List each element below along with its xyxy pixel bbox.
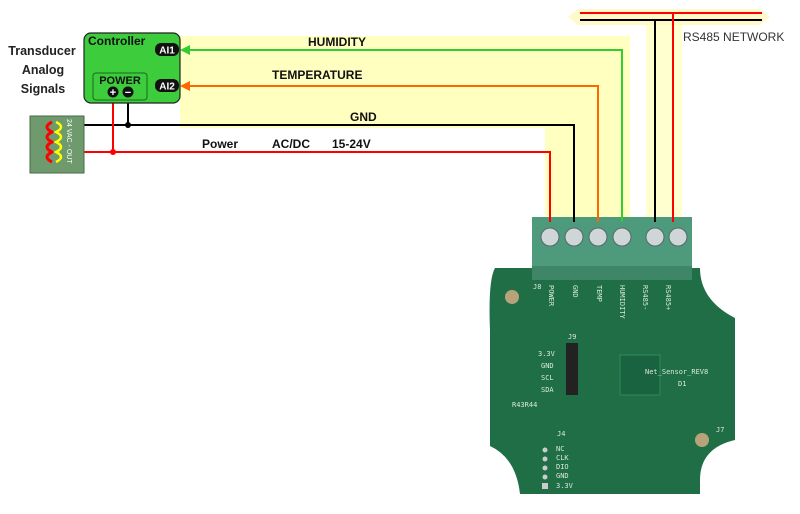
silk-rs485-plus: RS485+ [664, 285, 672, 310]
j4-pin-labels: NC CLK DIO GND 3.3V [556, 445, 574, 490]
power-wire-label: Power [202, 137, 238, 151]
sensor-board [489, 268, 735, 494]
side-label-line2: Analog [22, 63, 64, 77]
transformer-label: 24 VAC - OUT [65, 119, 72, 164]
ai2-badge [155, 79, 179, 92]
silk-j9-3v3: 3.3V [538, 350, 556, 358]
screw-gnd[interactable] [564, 227, 584, 247]
transformer: 24 VAC - OUT [29, 115, 85, 174]
controller-title: Controller [88, 34, 146, 48]
minus-sign: − [125, 87, 131, 99]
silk-humidity: HUMIDITY [618, 285, 626, 320]
coil-primary-icon [45, 120, 56, 164]
gnd-junction [125, 122, 131, 128]
screw-power[interactable] [540, 227, 560, 247]
gnd-label: GND [350, 110, 377, 124]
ai1-badge [155, 43, 179, 56]
screw-rs485-plus[interactable] [668, 227, 688, 247]
signal-highlight [180, 36, 630, 218]
rs485-highlight [646, 22, 682, 218]
minus-terminal-icon [122, 86, 134, 98]
silk-j9-gnd: GND [541, 362, 554, 370]
side-label-line1: Transducer [8, 44, 76, 58]
silk-power: POWER [547, 285, 555, 307]
coil-secondary-icon [53, 120, 63, 164]
mount-hole [505, 290, 519, 304]
plus-terminal-icon [107, 86, 119, 98]
d1-label: D1 [678, 380, 686, 388]
j9-header [566, 343, 578, 395]
power-label: POWER [99, 75, 141, 87]
j7-label: J7 [716, 426, 724, 434]
controller: Controller AI1 AI2 POWER + − [83, 32, 181, 104]
temperature-arrow-icon [180, 81, 190, 91]
gnd-wire [84, 124, 575, 222]
rs485-bus-highlight [568, 9, 770, 25]
humidity-label: HUMIDITY [308, 35, 366, 49]
voltage-label: 15-24V [332, 137, 371, 151]
screw-temp[interactable] [588, 227, 608, 247]
silk-j9-sda: SDA [541, 386, 554, 394]
j8-label: J8 [533, 283, 541, 291]
j9-pin-labels: 3.3V GND SCL SDA [538, 350, 556, 394]
screw-humidity[interactable] [612, 227, 632, 247]
j4-label: J4 [557, 430, 565, 438]
screw-rs485-minus[interactable] [645, 227, 665, 247]
silk-temp: TEMP [595, 285, 603, 302]
rs485-network-label: RS485 NETWORK [683, 30, 784, 44]
plus-sign: + [110, 87, 116, 99]
chip [619, 354, 661, 396]
j9-label: J9 [568, 333, 576, 341]
temperature-wire [186, 85, 599, 222]
humidity-wire [186, 49, 623, 222]
silk-gnd: GND [571, 285, 579, 298]
temperature-label: TEMPERATURE [272, 68, 362, 82]
j4-header [542, 447, 548, 489]
acdc-label: AC/DC [272, 137, 310, 151]
ai1-label: AI1 [159, 46, 175, 57]
mount-hole [695, 433, 709, 447]
humidity-arrow-icon [180, 45, 190, 55]
terminal-silk-labels: POWER GND TEMP HUMIDITY RS485- RS485+ [547, 285, 672, 320]
silk-j4-dio: DIO [556, 463, 569, 471]
resistor-label: R43R44 [512, 401, 537, 409]
ai2-label: AI2 [159, 82, 175, 93]
silk-j4-clk: CLK [556, 454, 569, 462]
silk-j4-3v3: 3.3V [556, 482, 574, 490]
board-name: Net_Sensor_REV8 [645, 368, 708, 376]
silk-rs485-minus: RS485- [641, 285, 649, 310]
silk-j4-nc: NC [556, 445, 564, 453]
power-junction [110, 149, 116, 155]
terminal-block [532, 217, 692, 280]
silk-j4-gnd: GND [556, 472, 569, 480]
power-box [92, 72, 148, 101]
side-label-line3: Signals [21, 82, 66, 96]
power-wire [84, 151, 551, 222]
silk-j9-scl: SCL [541, 374, 554, 382]
